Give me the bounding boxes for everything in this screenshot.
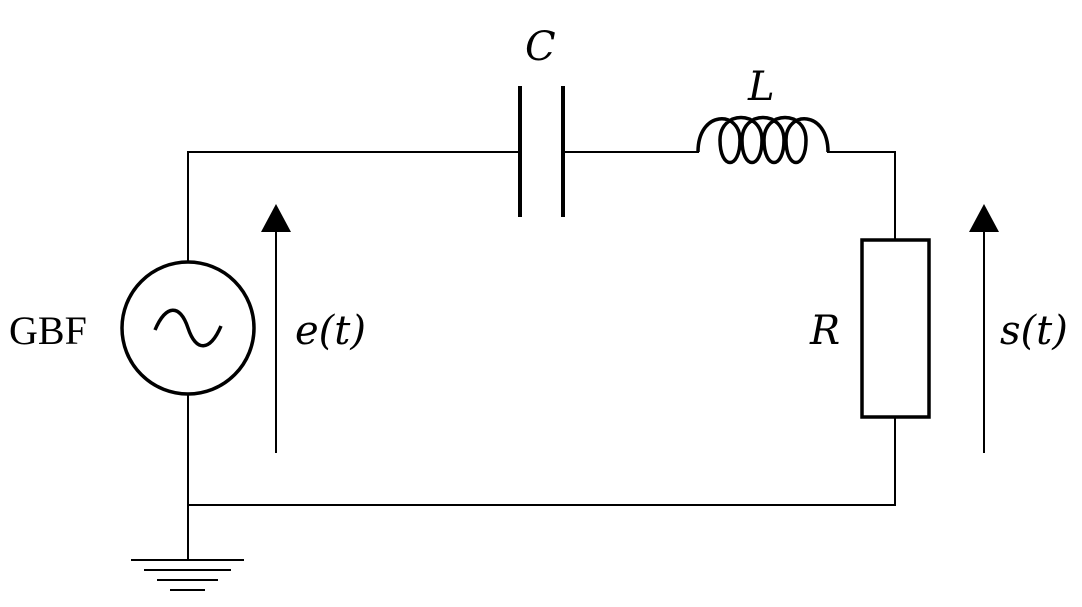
ground-icon xyxy=(131,559,244,591)
output-voltage-arrow xyxy=(969,204,999,453)
inductor-label: L xyxy=(747,64,775,110)
capacitor-icon xyxy=(518,86,565,217)
circuit-wires xyxy=(187,151,896,561)
output-voltage-label: s(t) xyxy=(1000,308,1068,354)
capacitor-label: C xyxy=(525,24,556,70)
input-voltage-label: e(t) xyxy=(295,308,366,354)
input-voltage-arrow xyxy=(261,204,291,453)
generator-label: GBF xyxy=(9,308,87,353)
resistor-box-icon xyxy=(860,238,931,419)
inductor-coil-icon xyxy=(696,115,830,164)
resistor-label: R xyxy=(809,308,840,354)
ac-sine-source-icon xyxy=(120,260,256,396)
